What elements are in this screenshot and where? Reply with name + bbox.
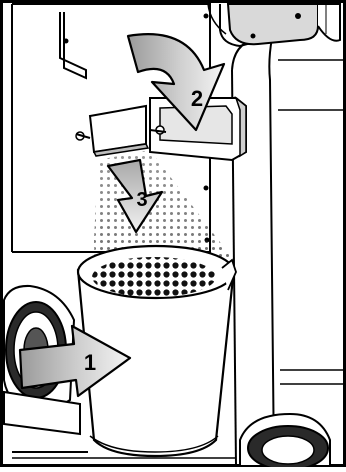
step-number-1: 1 bbox=[84, 350, 96, 375]
powder-pile bbox=[92, 257, 216, 297]
step-number-2: 2 bbox=[191, 86, 203, 111]
panel-screw bbox=[64, 39, 69, 44]
step-number-3: 3 bbox=[136, 189, 147, 211]
